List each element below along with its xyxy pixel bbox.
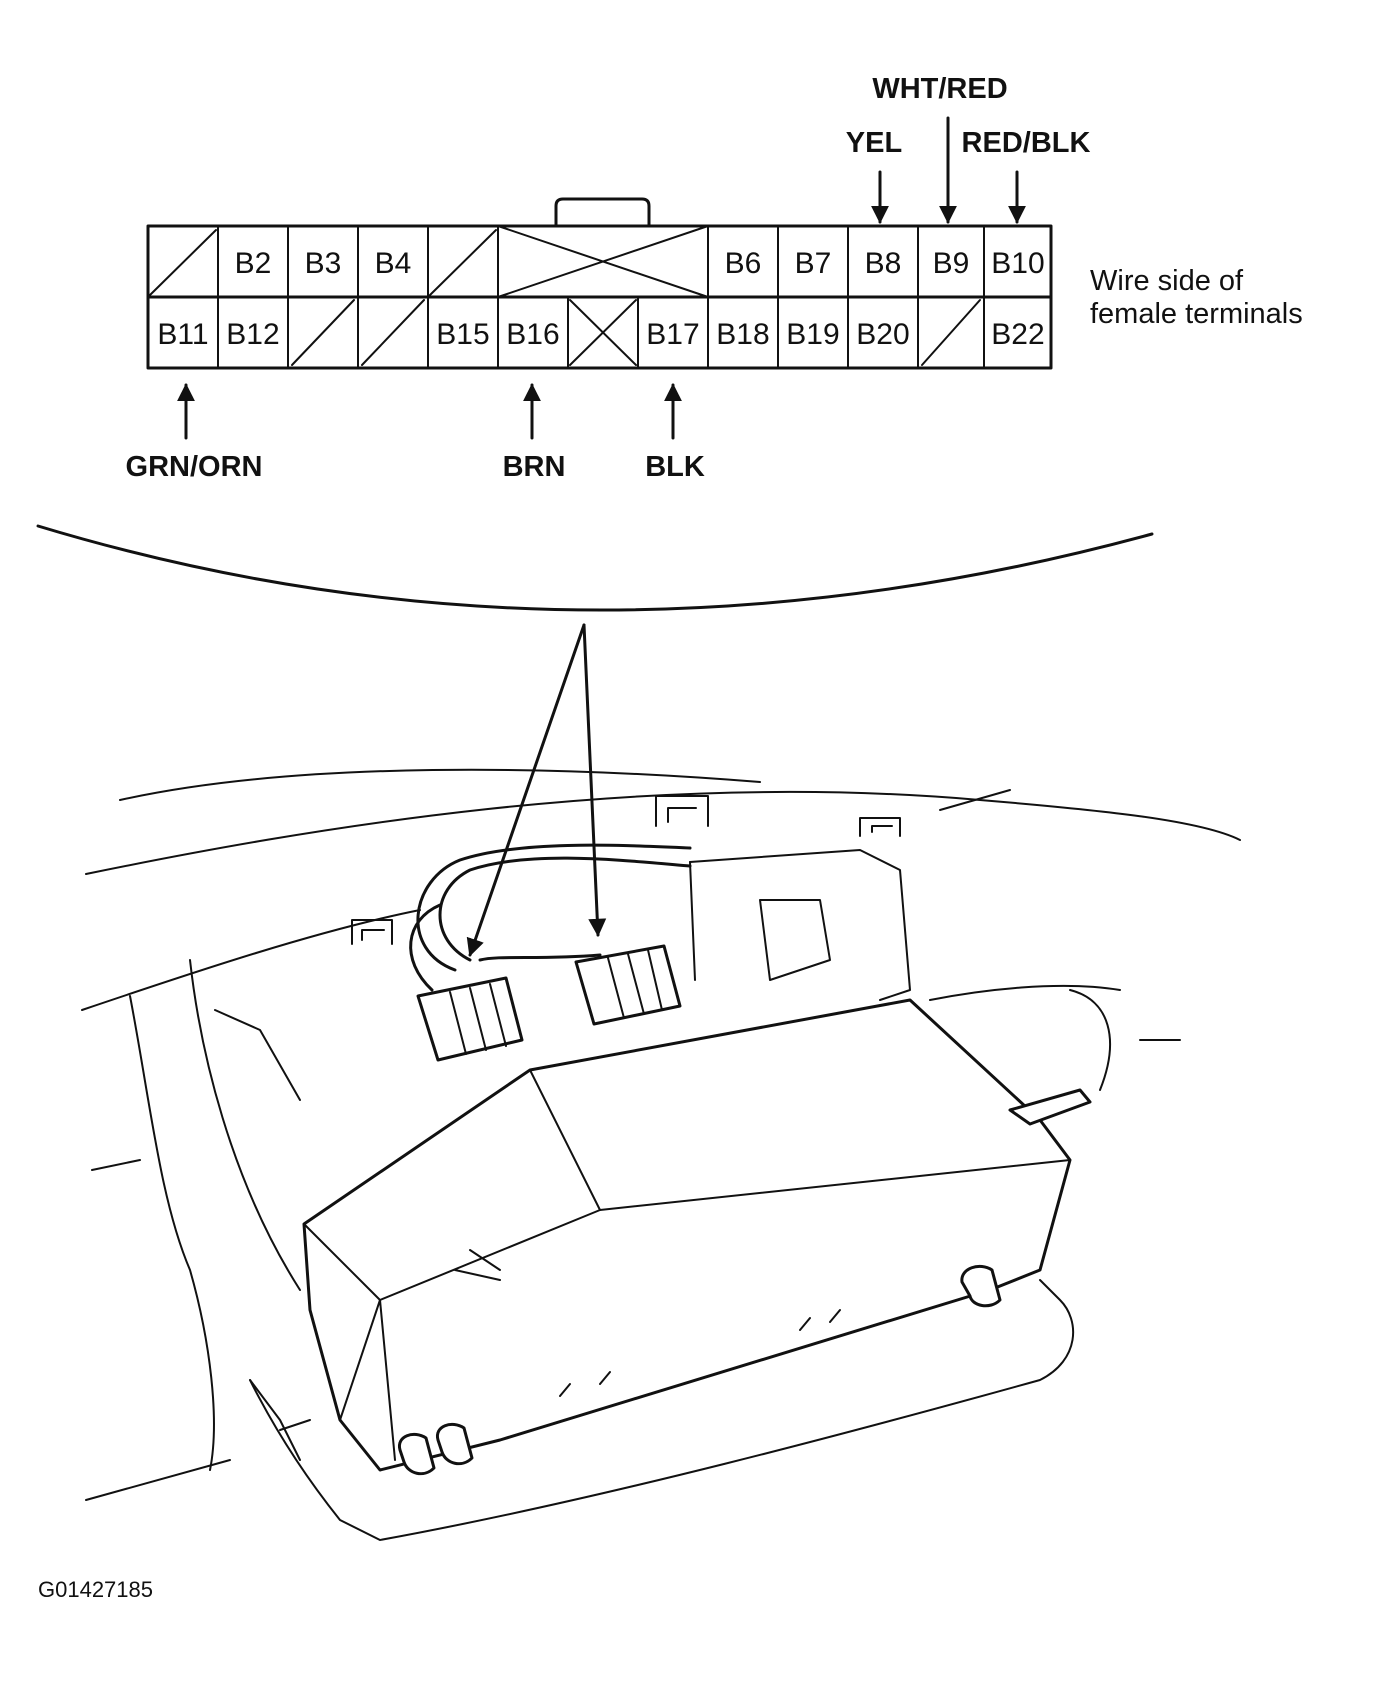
terminal-b20: B20 — [856, 318, 909, 351]
wire-label-b8: YEL — [846, 127, 902, 159]
connector-plug-right — [574, 944, 682, 1026]
leader-right — [582, 623, 607, 937]
terminal-b10: B10 — [991, 247, 1044, 280]
terminal-b3: B3 — [305, 247, 342, 280]
side-note-line2: female terminals — [1090, 298, 1303, 330]
connector-plug-left — [416, 976, 524, 1062]
terminal-b12: B12 — [226, 318, 279, 351]
dashboard-illustration — [81, 768, 1241, 1541]
wire-label-b9: WHT/RED — [872, 73, 1007, 105]
terminal-b15: B15 — [436, 318, 489, 351]
terminal-b19: B19 — [786, 318, 839, 351]
terminal-b8: B8 — [865, 247, 902, 280]
terminal-b16: B16 — [506, 318, 559, 351]
terminal-b4: B4 — [375, 247, 412, 280]
figure-id: G01427185 — [38, 1577, 153, 1602]
terminal-b6: B6 — [725, 247, 762, 280]
terminal-b2: B2 — [235, 247, 272, 280]
wire-label-b17: BLK — [645, 451, 705, 483]
leader-left — [466, 623, 586, 957]
detail-arc — [36, 524, 1154, 612]
terminal-b22: B22 — [991, 318, 1044, 351]
terminal-b11: B11 — [157, 318, 208, 351]
wire-label-b10: RED/BLK — [962, 127, 1091, 159]
terminal-b9: B9 — [933, 247, 970, 280]
terminal-b18: B18 — [716, 318, 769, 351]
control-module — [302, 998, 1072, 1472]
side-note-line1: Wire side of — [1090, 265, 1244, 297]
terminal-b17: B17 — [646, 318, 699, 351]
terminal-b7: B7 — [795, 247, 832, 280]
lock-tab — [554, 197, 651, 226]
wire-label-b11: GRN/ORN — [126, 451, 263, 483]
connector-face — [146, 197, 1053, 370]
wire-label-b16: BRN — [503, 451, 566, 483]
